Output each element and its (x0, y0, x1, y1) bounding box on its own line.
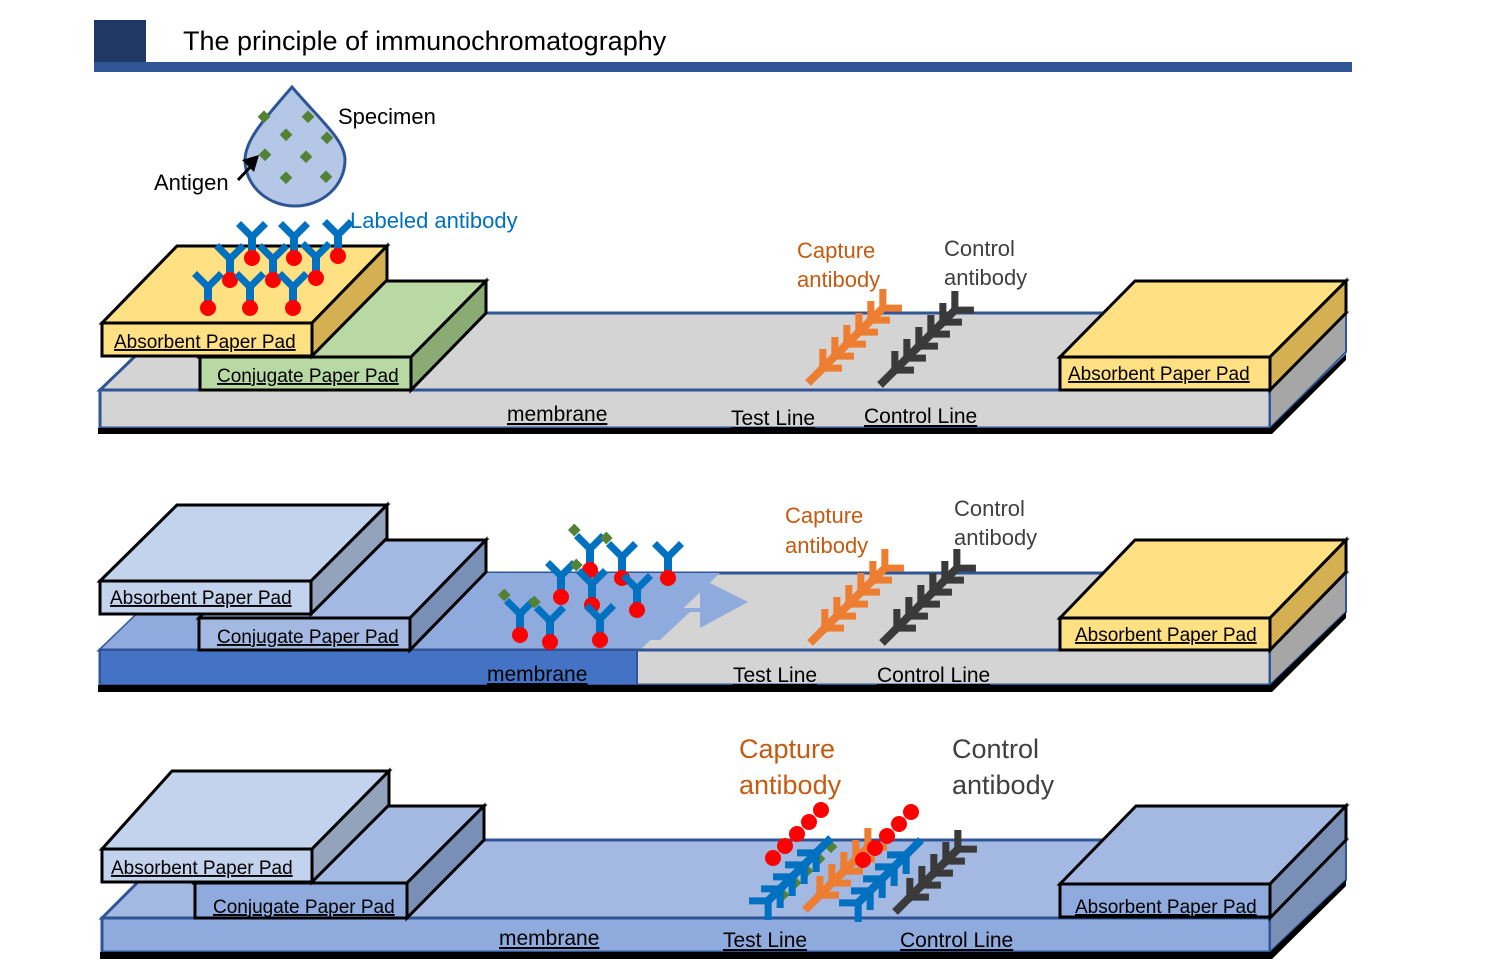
label-particle (660, 570, 676, 586)
labeled-antibodies (192, 219, 354, 316)
control-antibody-label-line1: Control (952, 734, 1039, 764)
labeled-antibody (192, 271, 224, 316)
label-particle (629, 602, 645, 618)
label-particle (553, 589, 569, 605)
label-particle (285, 300, 301, 316)
label-particle (330, 248, 346, 264)
header-rule (94, 62, 1352, 72)
test-line-label: Test Line (723, 929, 807, 952)
labeled-antibody-complex (545, 560, 577, 605)
absorbent-pad-left-label: Absorbent Paper Pad (111, 858, 293, 879)
label-particle (867, 840, 883, 856)
label-particle (592, 632, 608, 648)
labeled-antibody (278, 221, 310, 266)
control-antibody-line (835, 804, 981, 926)
label-particle (777, 838, 793, 854)
label-particle (512, 627, 528, 643)
absorbent-pad-left: Absorbent Paper Pad (96, 501, 391, 618)
labeled-antibody-complex (621, 573, 653, 618)
absorbent-pad-right-label: Absorbent Paper Pad (1068, 364, 1250, 385)
drop-shape (243, 84, 347, 208)
label-particle (244, 250, 260, 266)
capture-antibody-label-line2: antibody (797, 267, 880, 292)
absorbent-pad-right: Absorbent Paper Pad (1056, 802, 1350, 922)
antigen-label: Antigen (154, 170, 229, 195)
labeled-antibody-complex (584, 603, 616, 648)
label-particle (542, 634, 558, 650)
panel-3: Conjugate Paper Pad Absorbent Paper Pad … (98, 734, 1350, 959)
capture-antibody-line (745, 802, 891, 924)
control-line-label: Control Line (877, 664, 990, 687)
conjugate-pad-label: Conjugate Paper Pad (217, 366, 399, 387)
specimen-drop: Specimen Antigen Labeled antibody (154, 84, 518, 233)
labeled-antibody-complex (567, 523, 606, 578)
panel-2: Conjugate Paper Pad Absorbent Paper Pad … (96, 496, 1350, 692)
label-particle (308, 270, 324, 286)
control-antibody-label-line2: antibody (944, 265, 1027, 290)
panel-1: Conjugate Paper Pad Absorbent Paper Pad … (96, 219, 1350, 434)
labeled-antibody (236, 221, 268, 266)
membrane-label: membrane (499, 927, 599, 950)
control-antibody-label-line1: Control (944, 236, 1015, 261)
control-antibody-label-line1: Control (954, 496, 1025, 521)
absorbent-pad-left-label: Absorbent Paper Pad (110, 588, 292, 609)
capture-antibody-label-line1: Capture (739, 734, 835, 764)
conjugate-pad-label: Conjugate Paper Pad (217, 627, 399, 648)
test-line-label: Test Line (731, 407, 815, 430)
capture-antibody-label-line1: Capture (785, 503, 863, 528)
absorbent-pad-left-label: Absorbent Paper Pad (114, 332, 296, 353)
antigen-dots (257, 110, 334, 185)
capture-antibody-label-line1: Capture (797, 238, 875, 263)
label-particle (765, 850, 781, 866)
label-particle (879, 828, 895, 844)
label-particle (891, 816, 907, 832)
labeled-antibody (300, 241, 332, 286)
labeled-antibody (277, 271, 309, 316)
absorbent-pad-right-label: Absorbent Paper Pad (1075, 897, 1257, 918)
capture-antibody-label-line2: antibody (785, 533, 868, 558)
control-line-label: Control Line (864, 405, 977, 428)
strip-base (96, 310, 1350, 434)
capture-antibody-label-line2: antibody (739, 770, 842, 800)
arrow-head-icon (242, 155, 259, 172)
control-antibody-label-line2: antibody (952, 770, 1055, 800)
membrane-label: membrane (507, 403, 607, 426)
flow-arrow-icon (645, 578, 748, 640)
label-particle (242, 300, 258, 316)
control-line-label: Control Line (900, 929, 1013, 952)
label-particle (789, 826, 805, 842)
absorbent-pad-right: Absorbent Paper Pad (1056, 277, 1350, 394)
labeled-antibody (234, 271, 266, 316)
control-antibody-label-line2: antibody (954, 525, 1037, 550)
specimen-label: Specimen (338, 104, 436, 129)
label-particle (855, 852, 871, 868)
absorbent-pad-right-label: Absorbent Paper Pad (1075, 625, 1257, 646)
absorbent-pad-left: Absorbent Paper Pad (98, 767, 393, 886)
header: The principle of immunochromatography (94, 20, 1352, 72)
test-line-label: Test Line (733, 664, 817, 687)
absorbent-pad-right: Absorbent Paper Pad (1056, 536, 1350, 654)
membrane-label: membrane (487, 663, 587, 686)
labeled-antibody-complex (652, 541, 684, 586)
label-particle (200, 300, 216, 316)
conjugate-pad-label: Conjugate Paper Pad (213, 897, 395, 918)
page-title: The principle of immunochromatography (183, 26, 667, 56)
labeled-antibody-label: Labeled antibody (350, 208, 518, 233)
label-particle (286, 250, 302, 266)
label-particle (813, 802, 829, 818)
labeled-antibody (322, 219, 354, 264)
label-particle (903, 804, 919, 820)
label-particle (801, 814, 817, 830)
